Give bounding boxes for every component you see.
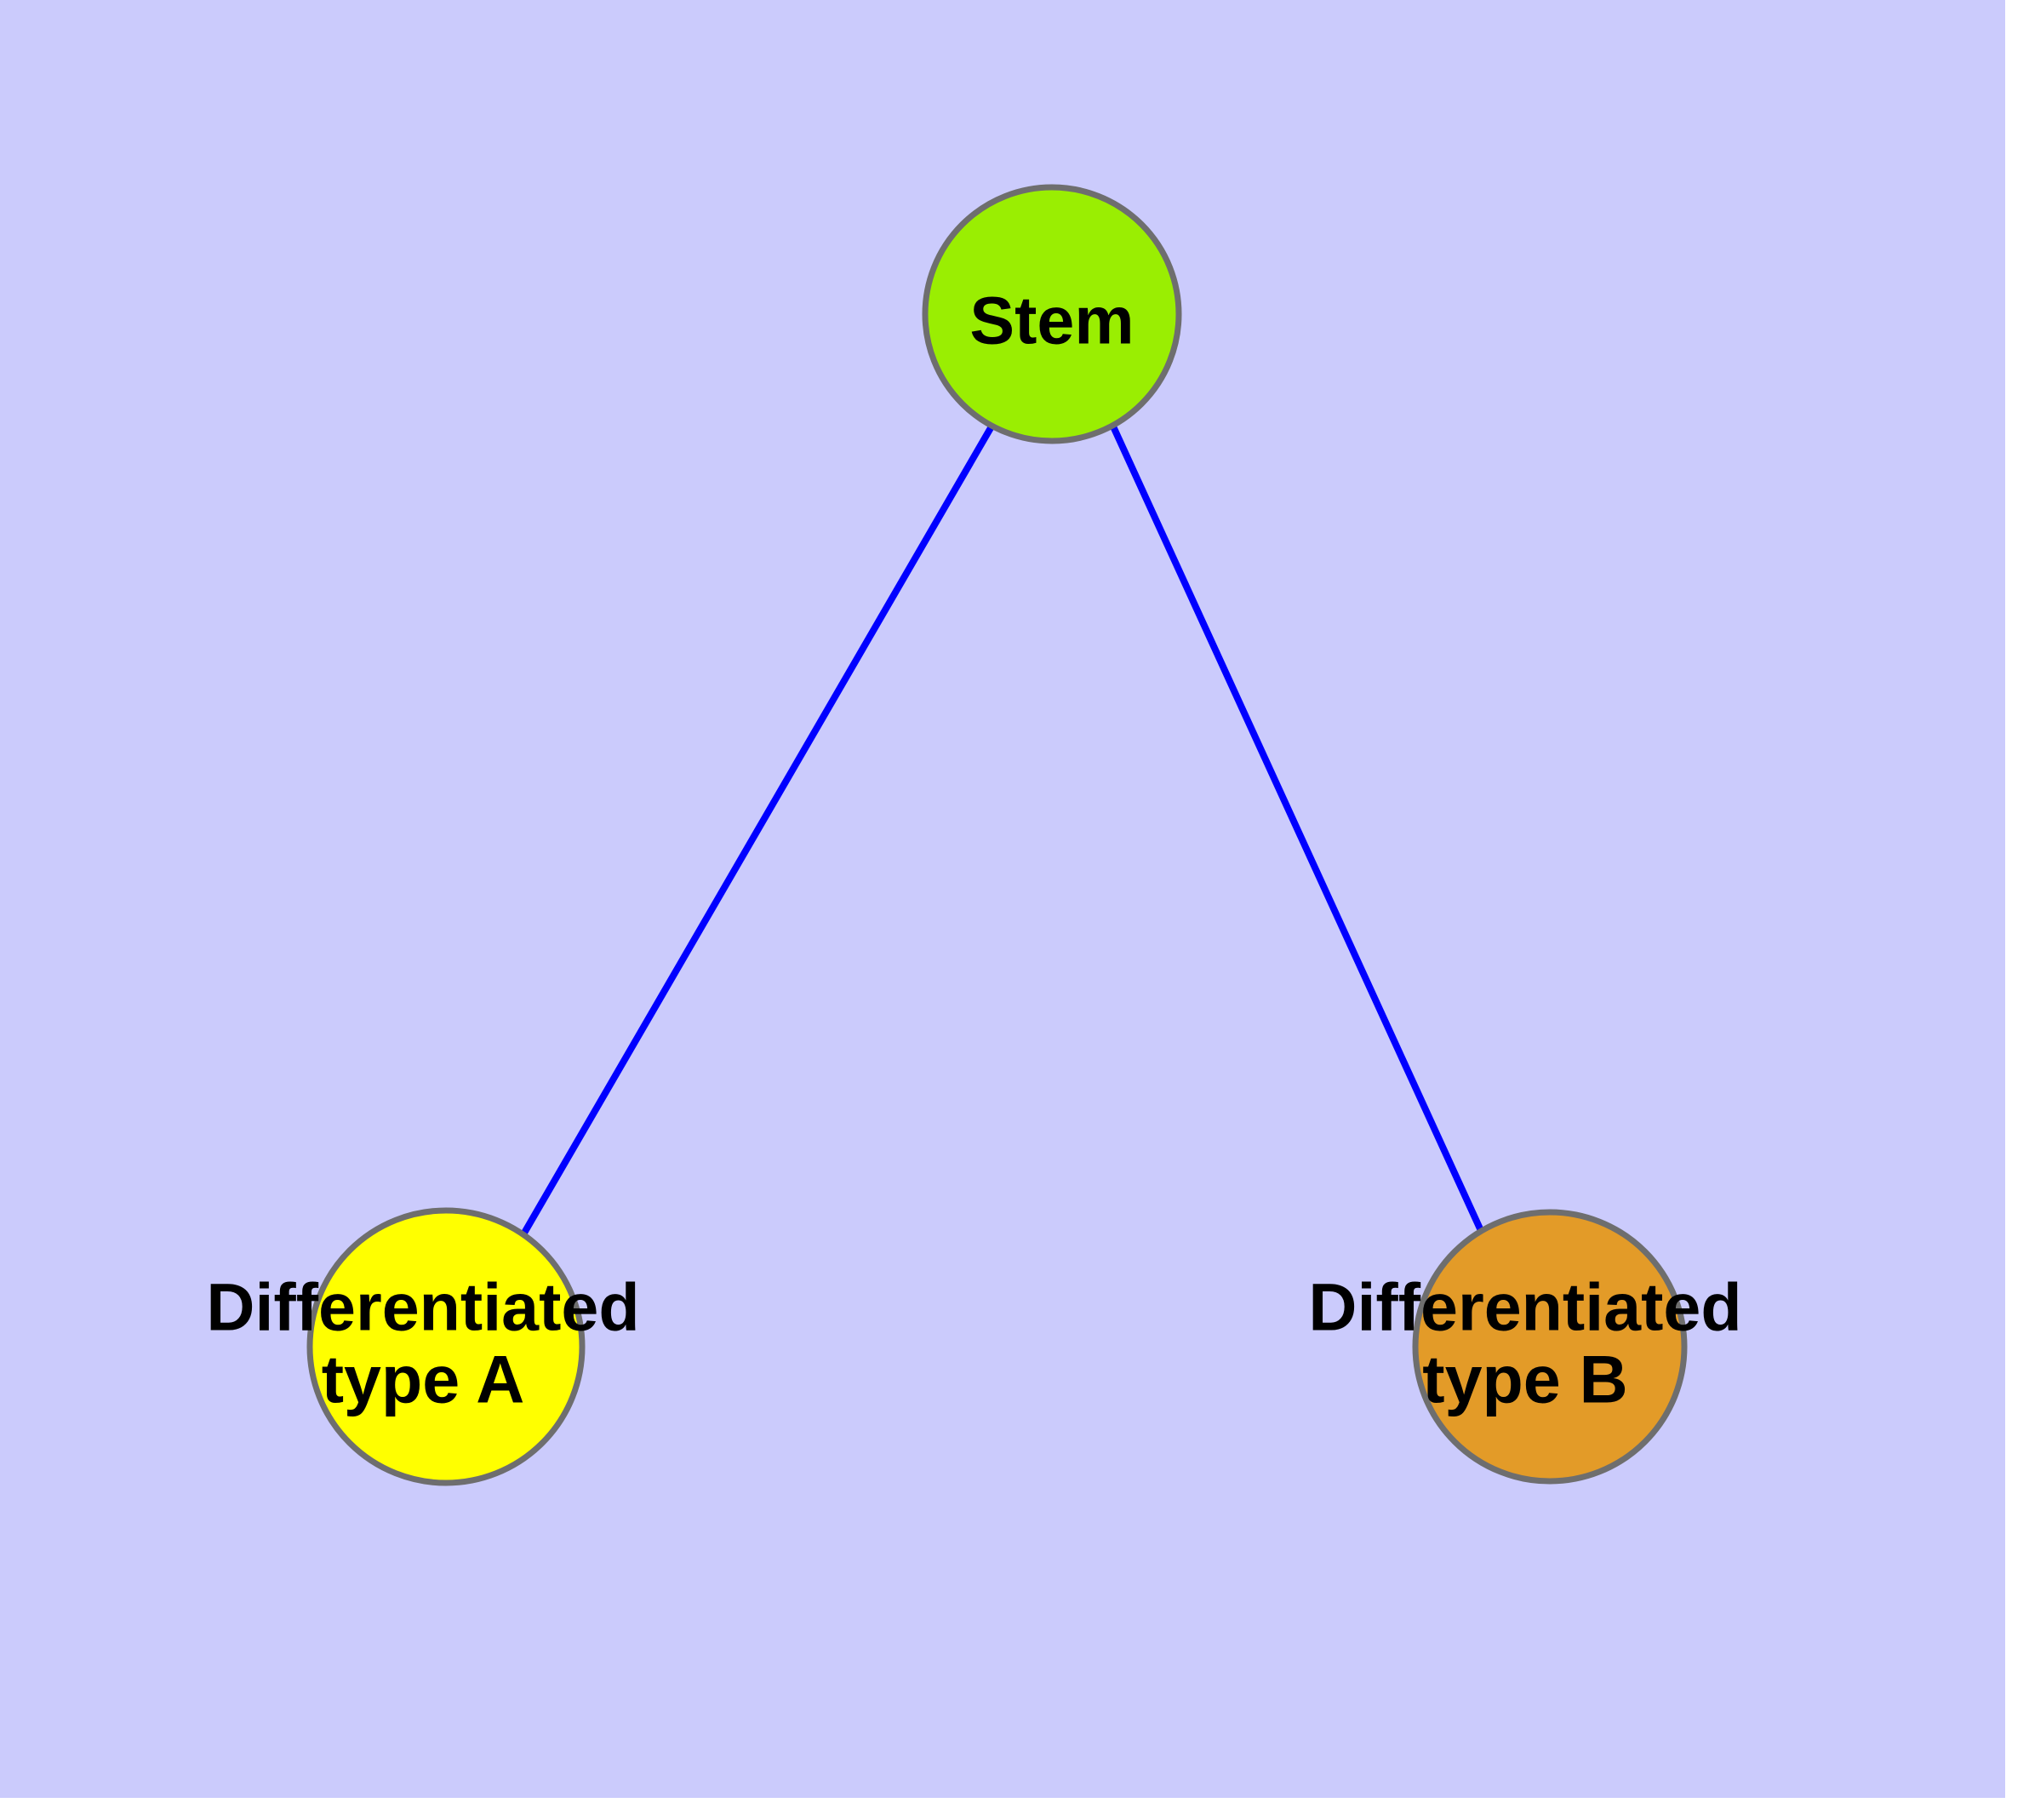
node-layer <box>306 184 1688 1486</box>
node-differentiated-type-b[interactable] <box>1412 1209 1688 1485</box>
node-stem[interactable] <box>922 184 1182 444</box>
edge-stem-to-differentiated-type-b[interactable] <box>1110 425 1486 1236</box>
node-differentiated-type-a[interactable] <box>306 1207 586 1486</box>
edge-layer <box>520 424 1486 1237</box>
edge-stem-to-differentiated-type-a[interactable] <box>520 424 995 1237</box>
